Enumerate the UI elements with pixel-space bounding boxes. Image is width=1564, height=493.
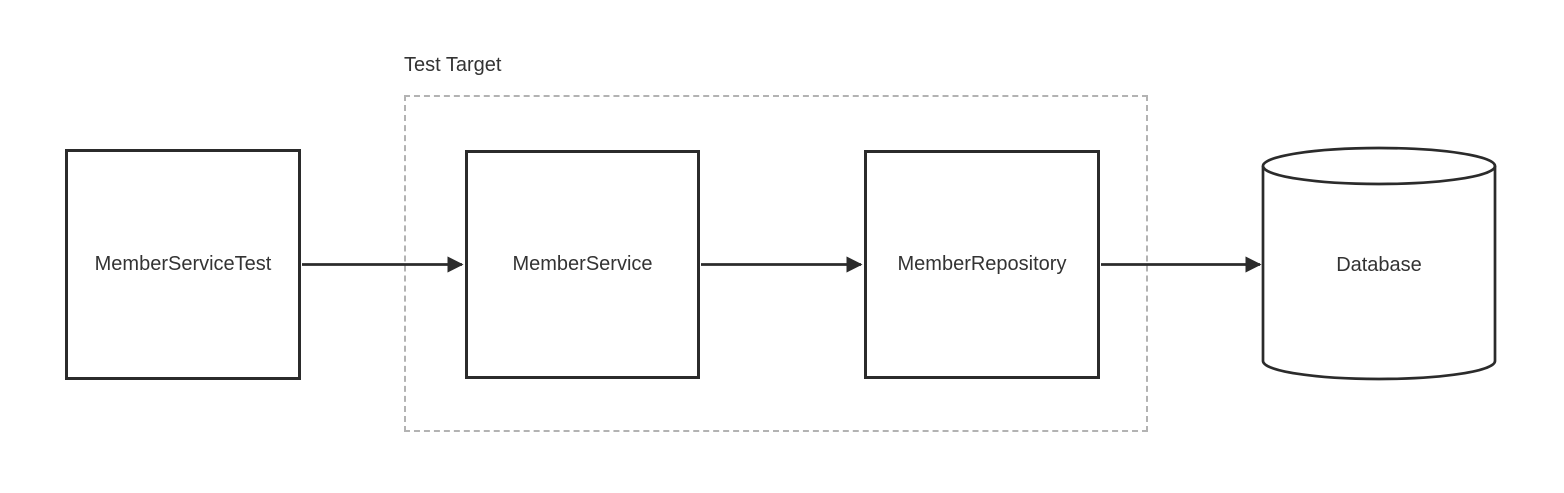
test-target-group-label: Test Target xyxy=(404,54,502,76)
node-member-repository: MemberRepository xyxy=(864,150,1100,379)
node-member-repository-label: MemberRepository xyxy=(897,253,1067,275)
node-database-label: Database xyxy=(1336,253,1422,276)
node-member-service-label: MemberService xyxy=(512,253,653,275)
node-member-service: MemberService xyxy=(465,150,700,379)
node-member-service-test: MemberServiceTest xyxy=(65,149,301,380)
node-member-service-test-label: MemberServiceTest xyxy=(94,253,272,275)
node-database: Database xyxy=(1263,190,1495,340)
